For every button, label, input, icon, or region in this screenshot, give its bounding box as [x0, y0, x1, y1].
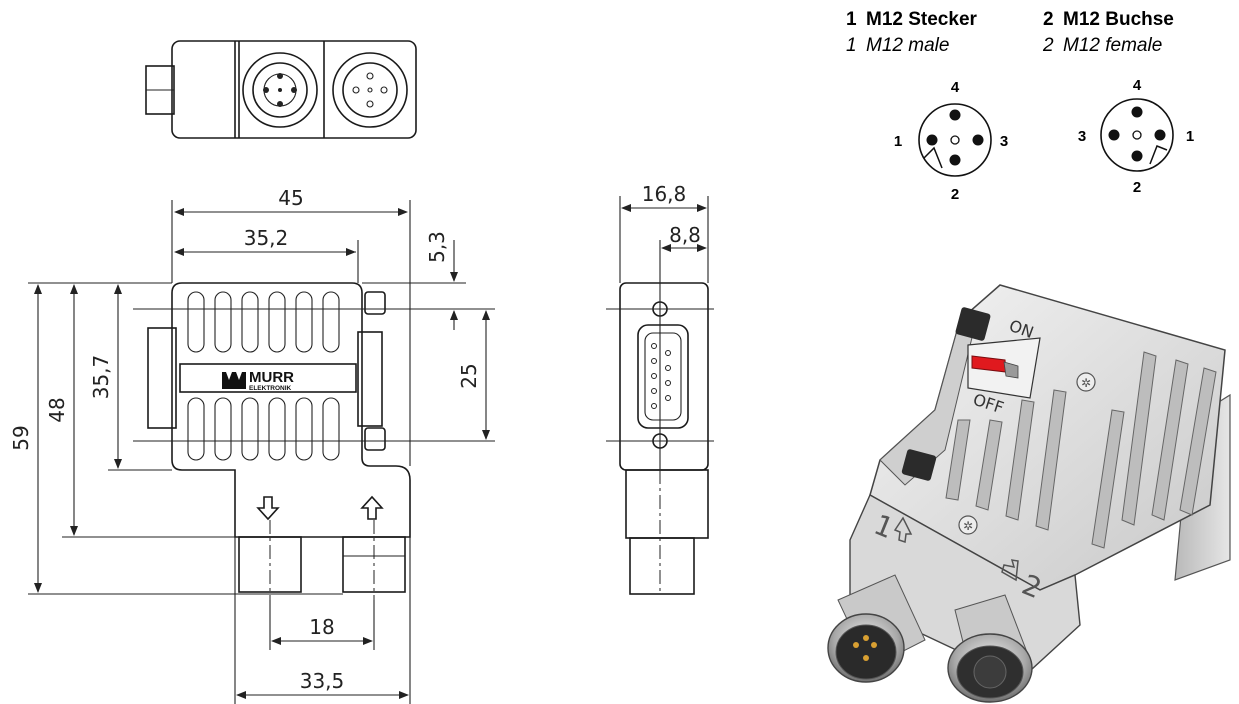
vent-slots-upper [187, 291, 340, 353]
render-m12-male [827, 574, 926, 683]
dim-width-body: 35,2 [244, 226, 289, 250]
product-render: ON OFF ✲ ✲ 1 2 [827, 284, 1231, 703]
dimensions-front: 45 35,2 59 48 35,7 5,3 25 18 33,5 [9, 186, 490, 704]
dim-width-total: 45 [278, 186, 303, 210]
dim-offset-top: 5,3 [425, 231, 449, 263]
pinout-male-diagram: 4 1 3 2 [894, 79, 1008, 203]
female-pin-right: 1 [1186, 128, 1194, 145]
connector-legend: 1 M12 Stecker 1 M12 male 2 M12 Buchse 2 … [846, 9, 1174, 56]
dim-screw-pitch: 25 [457, 363, 481, 388]
legend-1-number: 1 [846, 9, 857, 30]
dim-height-body: 35,7 [89, 355, 113, 400]
dim-connector-span: 33,5 [300, 669, 345, 693]
murr-logo: MURR ELEKTRONIK [222, 369, 294, 392]
brand-sub: ELEKTRONIK [249, 385, 292, 392]
dim-side-width: 16,8 [642, 182, 687, 206]
legend-2-de: M12 Buchse [1063, 9, 1174, 30]
top-view [145, 40, 417, 139]
pinout-female-diagram: 4 3 1 2 [1078, 77, 1194, 196]
vent-slots-lower [187, 397, 340, 461]
legend-2-en: M12 female [1063, 35, 1162, 56]
dim-side-half: 8,8 [669, 223, 701, 247]
svg-text:✲: ✲ [963, 519, 973, 533]
dim-height-total: 59 [9, 425, 33, 450]
arrow-down-icon [256, 496, 280, 521]
male-pin-right: 3 [1000, 133, 1008, 150]
legend-2-number-en: 2 [1042, 35, 1054, 56]
arrow-up-icon [360, 495, 384, 520]
legend-1-number-en: 1 [846, 35, 857, 56]
female-pin-top: 4 [1133, 77, 1142, 94]
legend-1-de: M12 Stecker [866, 9, 978, 30]
render-m12-female [947, 594, 1033, 703]
male-pin-top: 4 [951, 79, 960, 96]
brand-name: MURR [249, 369, 294, 386]
female-pin-bottom: 2 [1133, 179, 1141, 196]
dim-connector-pitch: 18 [309, 615, 334, 639]
render-arrow-down-icon [1001, 559, 1019, 582]
dim-height-mid: 48 [45, 397, 69, 422]
svg-text:✲: ✲ [1081, 376, 1091, 390]
male-pin-left: 1 [894, 133, 902, 150]
render-arrow-up-icon [893, 516, 913, 544]
legend-2-number: 2 [1043, 9, 1054, 30]
female-pin-left: 3 [1078, 128, 1086, 145]
male-pin-bottom: 2 [951, 186, 959, 203]
legend-1-en: M12 male [866, 35, 949, 56]
front-view: MURR ELEKTRONIK [133, 282, 495, 600]
side-view: 16,8 8,8 [606, 182, 714, 595]
